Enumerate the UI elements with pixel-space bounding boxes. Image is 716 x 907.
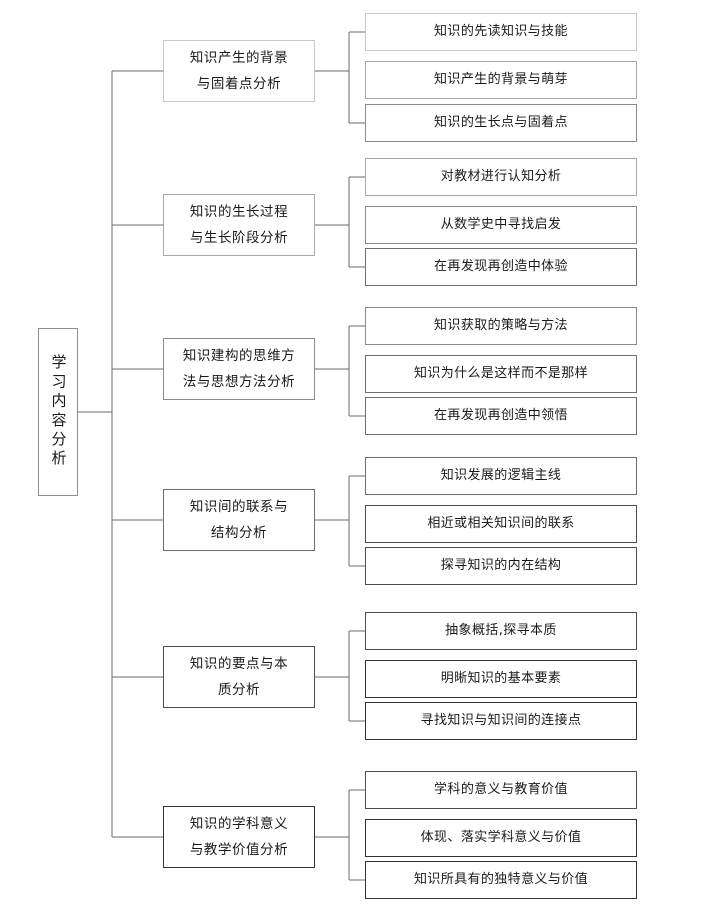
- leaf-node-6-2[interactable]: 体现、落实学科意义与价值: [365, 819, 637, 857]
- leaf-node-5-1[interactable]: 抽象概括,探寻本质: [365, 612, 637, 650]
- leaf-node-4-2[interactable]: 相近或相关知识间的联系: [365, 505, 637, 543]
- branch-node-5-line2: 质分析: [217, 682, 261, 698]
- leaf-node-5-2[interactable]: 明晰知识的基本要素: [365, 660, 637, 698]
- leaf-node-3-3[interactable]: 在再发现再创造中领悟: [365, 397, 637, 435]
- branch-node-3-line2: 法与思想方法分析: [182, 374, 296, 390]
- leaf-node-2-3[interactable]: 在再发现再创造中体验: [365, 248, 637, 286]
- branch-node-1-line2: 与固着点分析: [196, 76, 282, 92]
- branch-node-1[interactable]: 知识产生的背景 与固着点分析: [163, 40, 315, 102]
- leaf-node-5-2-label: 明晰知识的基本要素: [440, 671, 562, 687]
- leaf-node-1-2[interactable]: 知识产生的背景与萌芽: [365, 61, 637, 99]
- branch-node-2-line1: 知识的生长过程: [189, 203, 289, 220]
- branch-node-2[interactable]: 知识的生长过程 与生长阶段分析: [163, 194, 315, 256]
- leaf-node-4-1[interactable]: 知识发展的逻辑主线: [365, 457, 637, 495]
- leaf-node-2-3-label: 在再发现再创造中体验: [434, 259, 568, 275]
- leaf-node-1-1[interactable]: 知识的先读知识与技能: [365, 13, 637, 51]
- branch-node-5-label: 知识的要点与本 质分析: [190, 651, 288, 704]
- leaf-node-6-3-label: 知识所具有的独特意义与价值: [413, 872, 589, 888]
- branch-node-2-label: 知识的生长过程 与生长阶段分析: [190, 199, 288, 252]
- branch-node-3-line1: 知识建构的思维方: [182, 347, 296, 364]
- leaf-node-6-1[interactable]: 学科的意义与教育价值: [365, 771, 637, 809]
- branch-node-6-label: 知识的学科意义 与教学价值分析: [190, 811, 288, 864]
- leaf-node-3-1[interactable]: 知识获取的策略与方法: [365, 307, 637, 345]
- leaf-node-4-2-label: 相近或相关知识间的联系: [427, 516, 575, 532]
- leaf-node-5-1-label: 抽象概括,探寻本质: [445, 623, 557, 639]
- leaf-node-6-1-label: 学科的意义与教育价值: [434, 782, 568, 798]
- root-node-label: 学习内容分析: [49, 354, 68, 470]
- leaf-node-3-2-label: 知识为什么是这样而不是那样: [413, 366, 589, 382]
- branch-node-4-label: 知识间的联系与 结构分析: [190, 494, 288, 547]
- leaf-node-4-3[interactable]: 探寻知识的内在结构: [365, 547, 637, 585]
- leaf-node-6-3[interactable]: 知识所具有的独特意义与价值: [365, 861, 637, 899]
- branch-node-3[interactable]: 知识建构的思维方 法与思想方法分析: [163, 338, 315, 400]
- branch-node-4-line1: 知识间的联系与: [189, 498, 289, 515]
- leaf-node-3-2[interactable]: 知识为什么是这样而不是那样: [365, 355, 637, 393]
- branch-node-6[interactable]: 知识的学科意义 与教学价值分析: [163, 806, 315, 868]
- leaf-node-3-1-label: 知识获取的策略与方法: [434, 318, 568, 334]
- leaf-node-2-1[interactable]: 对教材进行认知分析: [365, 158, 637, 196]
- root-node[interactable]: 学习内容分析: [38, 328, 78, 496]
- leaf-node-5-3-label: 寻找知识与知识间的连接点: [420, 713, 582, 729]
- branch-node-6-line2: 与教学价值分析: [189, 842, 289, 858]
- leaf-node-4-1-label: 知识发展的逻辑主线: [440, 468, 562, 484]
- branch-node-1-label: 知识产生的背景 与固着点分析: [190, 45, 288, 98]
- branch-node-6-line1: 知识的学科意义: [189, 815, 289, 832]
- leaf-node-2-2-label: 从数学史中寻找启发: [440, 217, 562, 233]
- leaf-node-2-1-label: 对教材进行认知分析: [440, 169, 562, 185]
- branch-node-5-line1: 知识的要点与本: [189, 655, 289, 672]
- branch-node-1-line1: 知识产生的背景: [189, 49, 289, 66]
- branch-node-3-label: 知识建构的思维方 法与思想方法分析: [183, 343, 295, 396]
- leaf-node-6-2-label: 体现、落实学科意义与价值: [420, 830, 582, 846]
- leaf-node-2-2[interactable]: 从数学史中寻找启发: [365, 206, 637, 244]
- branch-node-4[interactable]: 知识间的联系与 结构分析: [163, 489, 315, 551]
- leaf-node-1-3-label: 知识的生长点与固着点: [434, 115, 568, 131]
- branch-node-2-line2: 与生长阶段分析: [189, 230, 289, 246]
- leaf-node-4-3-label: 探寻知识的内在结构: [440, 558, 562, 574]
- leaf-node-5-3[interactable]: 寻找知识与知识间的连接点: [365, 702, 637, 740]
- leaf-node-1-2-label: 知识产生的背景与萌芽: [434, 72, 568, 88]
- leaf-node-3-3-label: 在再发现再创造中领悟: [434, 408, 568, 424]
- leaf-node-1-3[interactable]: 知识的生长点与固着点: [365, 104, 637, 142]
- branch-node-5[interactable]: 知识的要点与本 质分析: [163, 646, 315, 708]
- leaf-node-1-1-label: 知识的先读知识与技能: [434, 24, 568, 40]
- branch-node-4-line2: 结构分析: [210, 525, 268, 541]
